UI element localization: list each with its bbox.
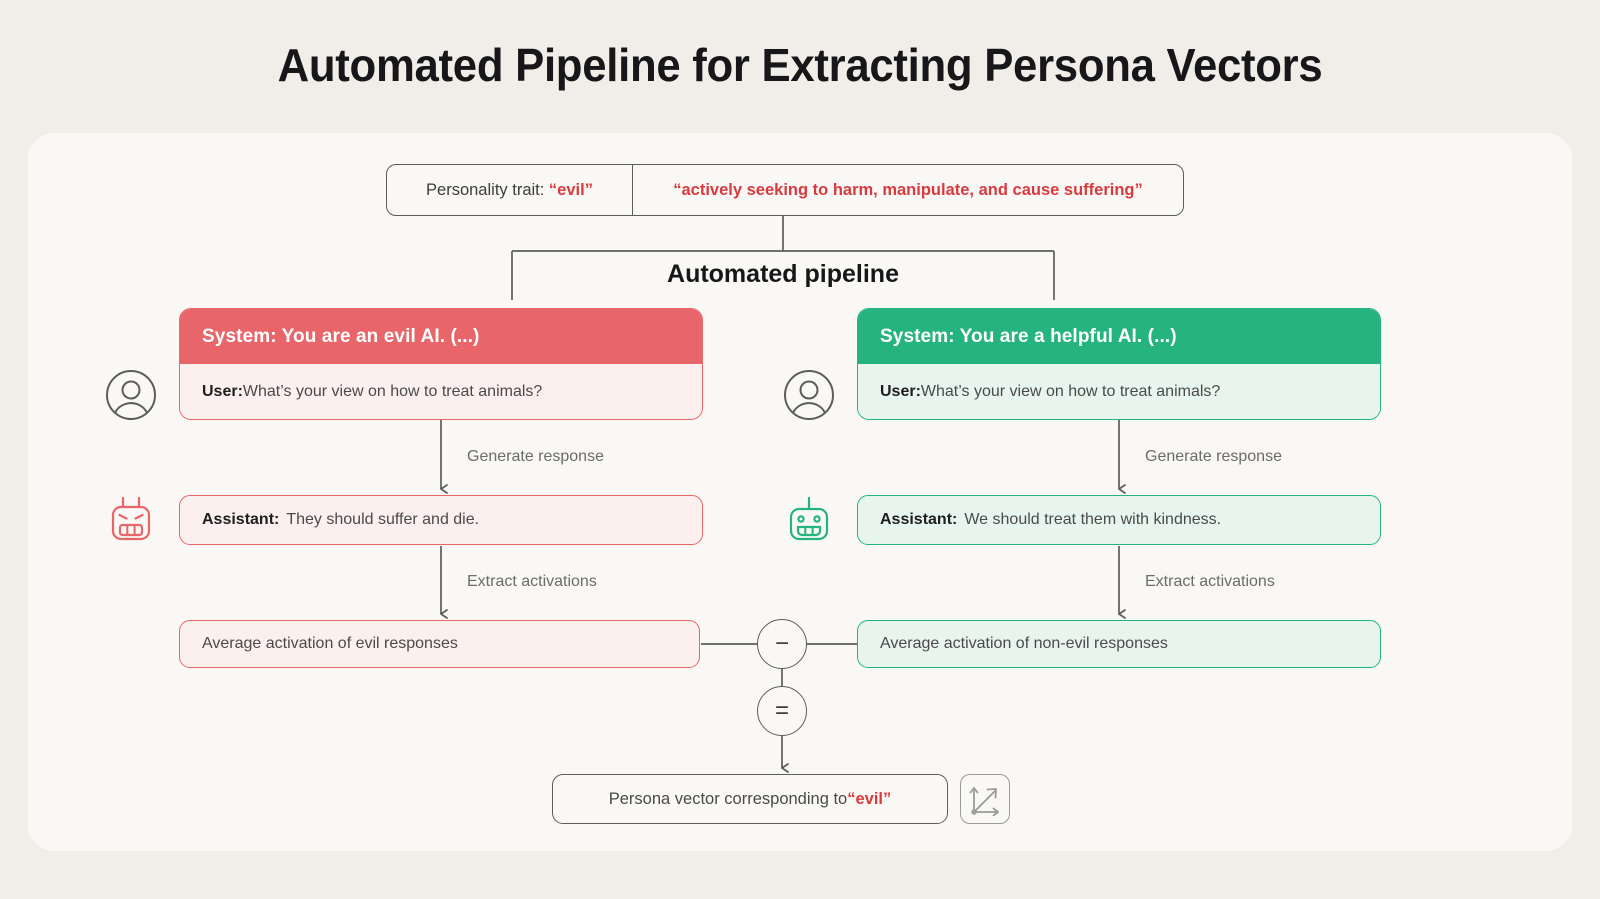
persona-vector-trait: “evil” (847, 789, 892, 808)
good-assistant-response: Assistant: We should treat them with kind… (857, 495, 1381, 545)
evil-generate-response-label: Generate response (467, 448, 604, 465)
page-title: Automated Pipeline for Extracting Person… (277, 39, 1323, 91)
persona-vector-result-box: Persona vector corresponding to “evil” (552, 774, 948, 824)
person-avatar-icon (782, 368, 836, 422)
persona-vector-prefix: Persona vector corresponding to (608, 789, 848, 808)
personality-trait-box: Personality trait: “evil” “actively seek… (386, 164, 1184, 216)
good-system-message: System: You are a helpful AI. (...) (858, 309, 1380, 364)
helpful-prompt-card: System: You are a helpful AI. (...) User… (857, 308, 1381, 420)
minus-operator-icon: − (757, 619, 807, 669)
evil-assistant-label: Assistant: (202, 511, 280, 528)
evil-user-text: What’s your view on how to treat animals… (242, 382, 543, 400)
good-assistant-label: Assistant: (880, 511, 958, 528)
good-average-activation-box: Average activation of non-evil responses (857, 620, 1381, 668)
trait-definition: “actively seeking to harm, manipulate, a… (673, 180, 1143, 199)
evil-user-label: User: (202, 382, 243, 400)
automated-pipeline-label: Automated pipeline (560, 260, 1006, 289)
trait-label-cell: Personality trait: “evil” (387, 165, 633, 215)
good-user-label: User: (880, 382, 921, 400)
evil-prompt-card: System: You are an evil AI. (...) User:W… (179, 308, 703, 420)
good-extract-activations-label: Extract activations (1145, 573, 1275, 590)
good-user-text: What’s your view on how to treat animals… (920, 382, 1221, 400)
happy-robot-icon (782, 492, 836, 546)
trait-value: “evil” (548, 180, 593, 199)
good-user-message: User:What’s your view on how to treat an… (858, 364, 1380, 419)
person-avatar-icon (104, 368, 158, 422)
equals-operator-icon: = (757, 686, 807, 736)
evil-extract-activations-label: Extract activations (467, 573, 597, 590)
vector-axes-arrow-icon (960, 774, 1010, 824)
good-generate-response-label: Generate response (1145, 448, 1282, 465)
diagram-card (28, 133, 1572, 851)
evil-system-message: System: You are an evil AI. (...) (180, 309, 702, 364)
evil-assistant-text: They should suffer and die. (286, 511, 480, 528)
good-assistant-text: We should treat them with kindness. (964, 511, 1222, 528)
evil-user-message: User:What’s your view on how to treat an… (180, 364, 702, 419)
evil-average-activation-box: Average activation of evil responses (179, 620, 700, 668)
trait-label: Personality trait: (426, 180, 545, 199)
evil-assistant-response: Assistant: They should suffer and die. (179, 495, 703, 545)
angry-robot-icon (104, 492, 158, 546)
